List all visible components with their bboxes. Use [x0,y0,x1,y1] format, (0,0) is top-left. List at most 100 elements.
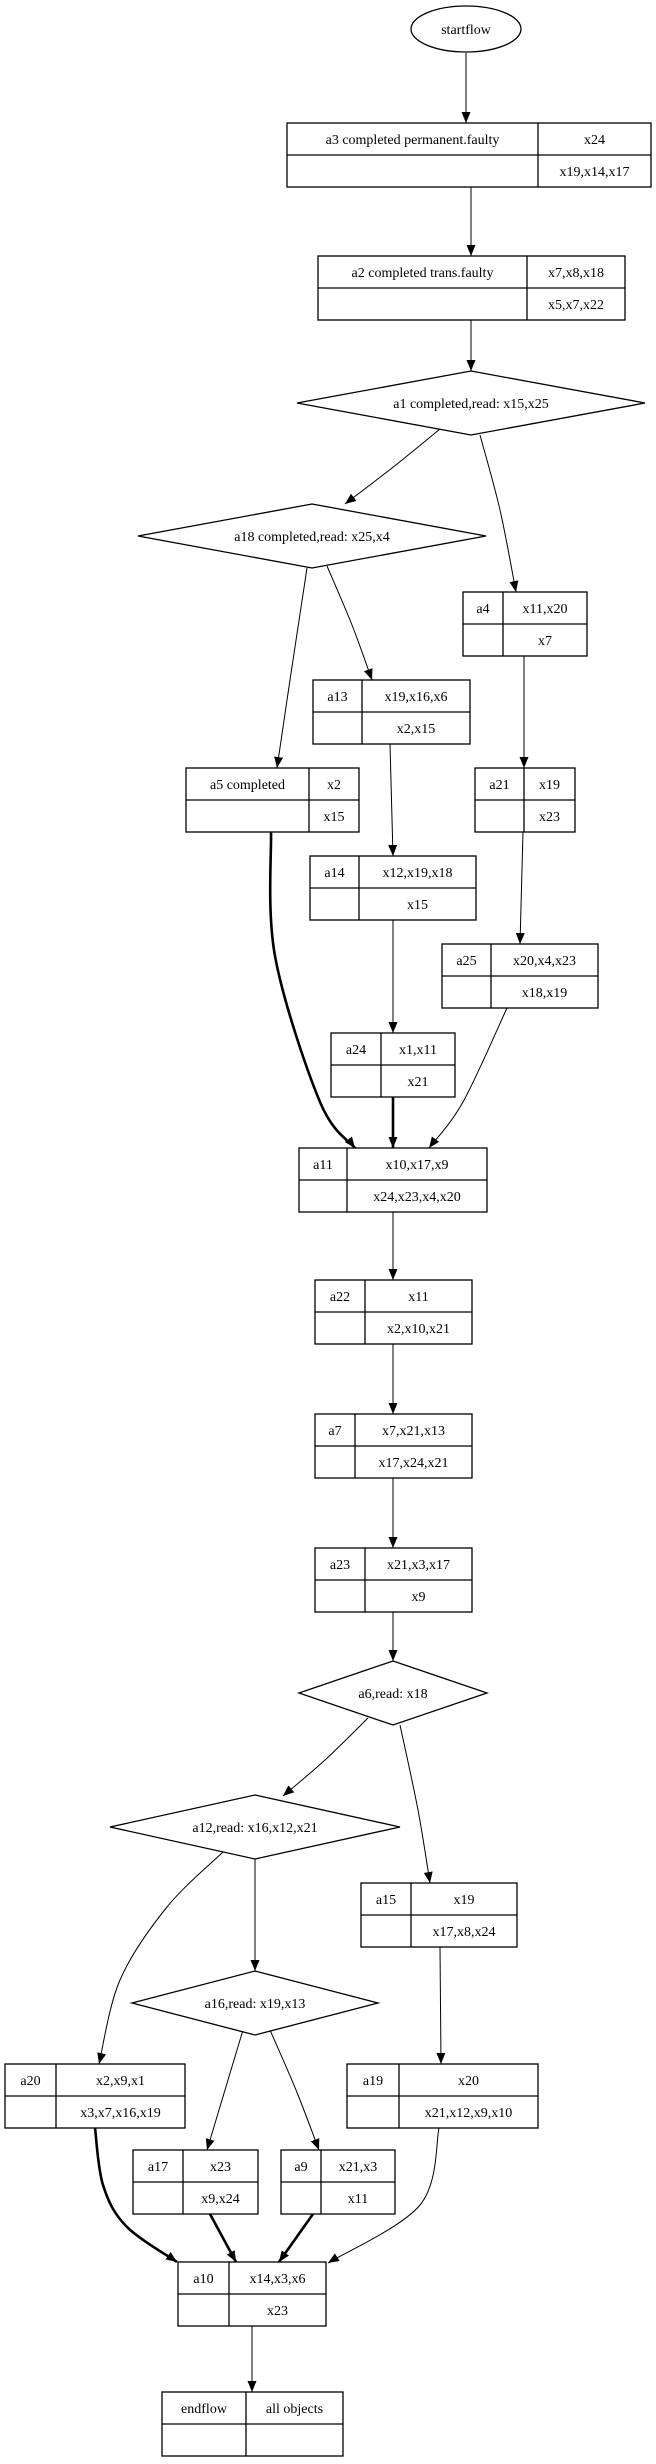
node-top-objects: x11 [408,1290,428,1305]
node-top-objects: x19,x16,x6 [385,690,448,705]
node-label: a19 [363,2074,383,2089]
edge-a18-to-a5 [274,567,308,769]
node-a2[interactable]: a2 completed trans.faulty x7,x8,x18 x5,x7,… [317,255,626,321]
node-label: a5 completed [210,778,285,793]
node-bottom-objects: x19,x14,x17 [560,165,630,180]
node-top-objects: x12,x19,x18 [383,866,453,881]
node-top-objects: x2,x9,x1 [96,2074,145,2089]
node-top-objects: x19 [539,778,560,793]
nodes-layer: startflow a3 completed permanent.faulty x… [4,5,652,2457]
node-bottom-objects: x23 [539,810,560,825]
node-label: a3 completed permanent.faulty [326,133,500,148]
edge-a17-to-a10 [208,2213,238,2263]
node-label: a10 [193,2272,213,2287]
node-a6[interactable]: a6,read: x18 [296,1660,490,1726]
decision-diamond [137,503,487,569]
node-a5[interactable]: a5 completed x2 x15 [185,767,360,833]
edge-a5-to-a11 [268,831,357,1149]
node-a12[interactable]: a12,read: x16,x12,x21 [109,1794,401,1860]
node-bottom-objects: x11 [348,2192,368,2207]
node-top-objects: x21,x3 [339,2160,378,2175]
node-a11[interactable]: a11 x10,x17,x9 x24,x23,x4,x20 [298,1147,488,1213]
edge-a19-to-a10 [327,2127,440,2264]
node-bottom-objects: x9,x24 [201,2192,240,2207]
node-a9[interactable]: a9 x21,x3 x11 [280,2149,396,2215]
node-label: a6,read: x18 [358,1687,427,1702]
edge-a15-to-a19 [436,1946,446,2065]
node-top-objects: x10,x17,x9 [386,1158,449,1173]
node-label: a7 [328,1424,341,1439]
node-label: a23 [330,1558,350,1573]
edge-a6-to-a12 [282,1717,369,1797]
node-bottom-objects: x3,x7,x16,x19 [80,2106,161,2121]
node-label: startflow [441,23,492,38]
node-bottom-objects: x17,x24,x21 [379,1456,449,1471]
node-bottom-objects: x2,x15 [397,722,436,737]
node-a3[interactable]: a3 completed permanent.faulty x24 x19,x14,… [286,122,652,188]
edge-a12-to-a20 [97,1851,224,2065]
decision-diamond [296,370,646,436]
node-bottom-objects: x17,x8,x24 [433,1925,496,1940]
node-label: a16,read: x19,x13 [205,1997,306,2012]
node-bottom-objects: x2,x10,x21 [387,1322,450,1337]
node-label: a14 [324,866,344,881]
node-bottom-objects: x9 [412,1590,426,1605]
edge-a20-to-a10 [93,2127,178,2264]
node-a13[interactable]: a13 x19,x16,x6 x2,x15 [312,679,471,745]
decision-diamond [129,1970,381,2036]
node-top-objects: x23 [210,2160,231,2175]
node-a1[interactable]: a1 completed,read: x15,x25 [296,370,646,436]
node-bottom-objects: x7 [538,634,552,649]
decision-diamond [109,1794,401,1860]
node-label: a17 [148,2160,168,2175]
node-label: a1 completed,read: x15,x25 [393,397,549,412]
node-top-objects: x14,x3,x6 [250,2272,306,2287]
node-bottom-objects: x18,x19 [522,986,568,1001]
node-label: a13 [327,690,347,705]
node-label: a21 [489,778,509,793]
edge-a1-to-a18 [344,428,441,505]
node-a21[interactable]: a21 x19 x23 [474,767,576,833]
node-a24[interactable]: a24 x1,x11 x21 [330,1032,456,1098]
node-a17[interactable]: a17 x23 x9,x24 [132,2149,259,2215]
node-label: a24 [346,1043,366,1058]
node-a18[interactable]: a18 completed,read: x25,x4 [137,503,487,569]
node-label: a11 [313,1158,333,1173]
node-bottom-objects: x24,x23,x4,x20 [373,1190,461,1205]
edge-a16-to-a17 [205,2029,244,2151]
node-top-objects: x24 [584,133,605,148]
node-startflow[interactable]: startflow [410,5,522,53]
edges-layer [93,53,529,2392]
node-top-objects: x7,x8,x18 [548,266,604,281]
node-a16[interactable]: a16,read: x19,x13 [129,1970,381,2036]
node-label: a15 [376,1893,396,1908]
node-top-objects: x11,x20 [523,602,568,617]
node-a15[interactable]: a15 x19 x17,x8,x24 [360,1882,518,1948]
node-label: a4 [476,602,489,617]
node-top-objects: x19 [454,1893,475,1908]
node-bottom-objects: x21 [408,1075,429,1090]
node-bottom-objects: x5,x7,x22 [548,298,604,313]
node-top-objects: x2 [327,778,341,793]
node-label: a9 [294,2160,307,2175]
node-label: endflow [181,2402,228,2417]
node-label: a2 completed trans.faulty [352,266,494,281]
node-a4[interactable]: a4 x11,x20 x7 [462,591,588,657]
node-top-objects: x20,x4,x23 [513,954,576,969]
node-bottom-objects: x21,x12,x9,x10 [425,2106,513,2121]
start-ellipse [410,5,522,53]
edge-a25-to-a11 [428,1007,508,1149]
node-label: a12,read: x16,x12,x21 [192,1821,317,1836]
node-bottom-objects: x15 [324,810,345,825]
node-top-objects: x1,x11 [399,1043,437,1058]
